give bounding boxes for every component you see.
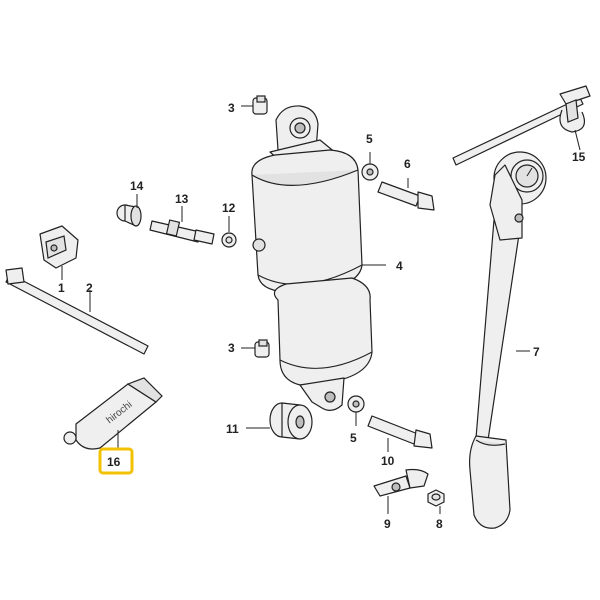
label-6: 6 <box>404 157 411 171</box>
label-3-lower: 3 <box>228 341 235 355</box>
plug-part-lower <box>254 339 270 358</box>
label-11: 11 <box>226 422 239 436</box>
label-15: 15 <box>572 150 586 164</box>
nut-part <box>427 489 445 507</box>
bolt-part-upper <box>377 181 435 211</box>
label-8: 8 <box>436 517 443 531</box>
highlight-box <box>98 447 134 475</box>
label-12: 12 <box>222 201 236 215</box>
label-10: 10 <box>381 454 395 468</box>
washer-part-upper <box>361 163 379 181</box>
washer-part-lower <box>347 395 365 413</box>
label-5-upper: 5 <box>366 132 373 146</box>
bracket-part <box>39 225 79 269</box>
label-3-upper: 3 <box>228 101 235 115</box>
shock-absorber-body <box>251 105 373 411</box>
plug-part-upper <box>252 95 268 115</box>
cable-tie-hook-part <box>452 85 591 166</box>
grease-tube-part: hirochi <box>63 377 163 450</box>
label-9: 9 <box>384 517 391 531</box>
label-5-lower: 5 <box>350 431 357 445</box>
label-1: 1 <box>58 281 65 295</box>
lever-grip-part <box>469 151 547 529</box>
valve-stem-part <box>149 219 215 245</box>
label-7: 7 <box>533 345 540 359</box>
valve-cap-part <box>116 204 142 227</box>
label-14: 14 <box>130 179 144 193</box>
strap-part <box>5 267 149 355</box>
bolt-part-lower <box>367 415 433 449</box>
label-13: 13 <box>175 192 189 206</box>
label-2: 2 <box>86 281 93 295</box>
label-4: 4 <box>396 259 403 273</box>
bushing-part <box>269 402 313 440</box>
o-ring-part <box>221 232 237 248</box>
clip-part <box>373 468 429 497</box>
label-16: 16 <box>107 455 121 469</box>
